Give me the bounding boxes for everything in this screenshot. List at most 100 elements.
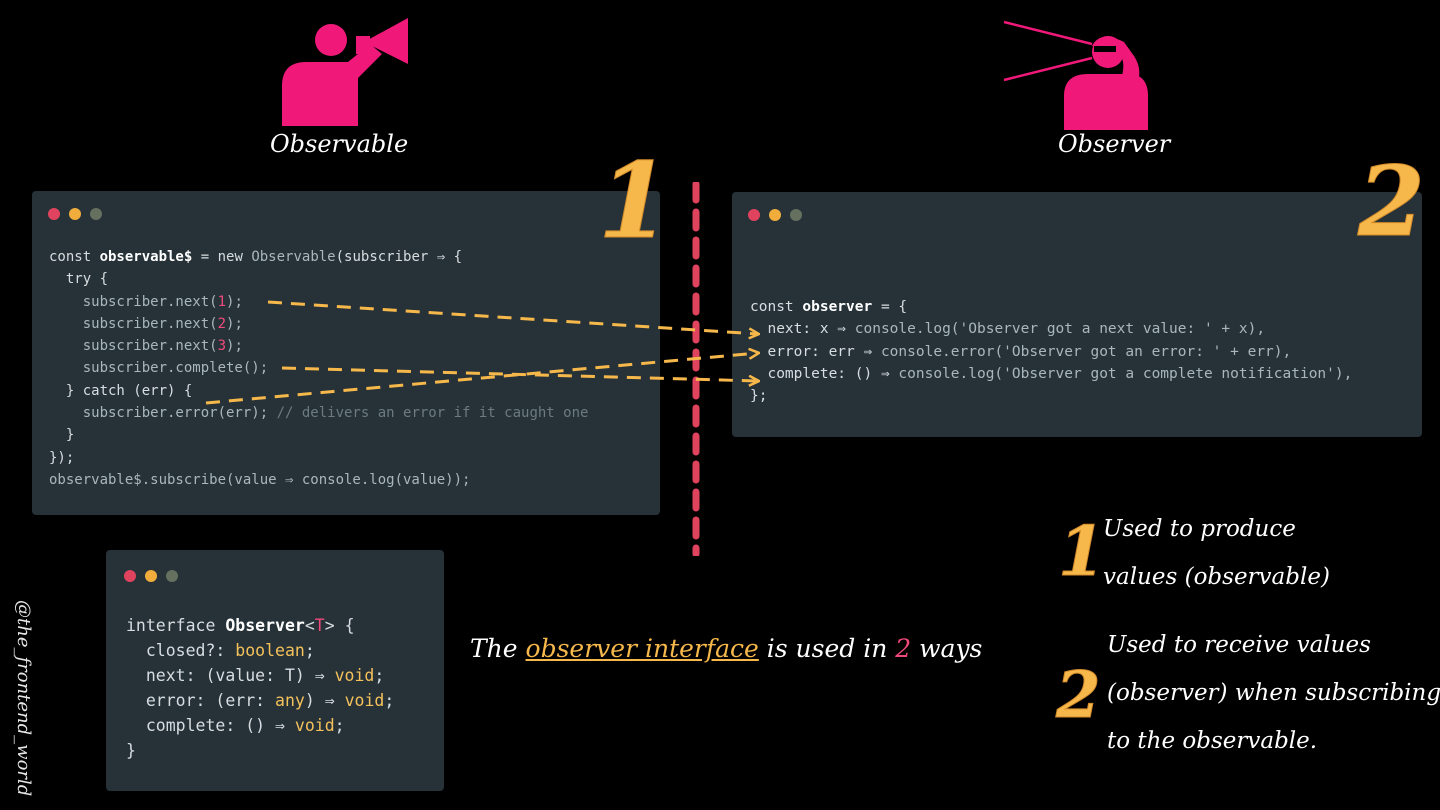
code-token: ;	[304, 641, 315, 660]
code-line: const observable$ = new Observable(subsc…	[49, 246, 588, 268]
code-token: = new	[192, 249, 252, 265]
code-token: console.log('Observer got a next value: …	[854, 321, 1266, 338]
watermark-text: @the_frontend_world	[13, 600, 34, 797]
legend-item-one-line-1: Used to produce	[1103, 516, 1296, 542]
legend-item-one-line-2: values (observable)	[1103, 564, 1330, 590]
minimize-dot-icon	[145, 570, 157, 582]
code-line: closed?: boolean;	[126, 638, 394, 663]
observer-interface-link[interactable]: observer interface	[525, 634, 759, 663]
code-line: subscriber.next(2);	[49, 313, 588, 335]
close-dot-icon	[748, 209, 760, 221]
code-line: observable$.subscribe(value ⇒ console.lo…	[49, 469, 588, 491]
code-token: 3	[217, 338, 227, 355]
code-token: });	[49, 449, 75, 466]
window-controls	[748, 209, 802, 221]
code-token: closed?:	[126, 641, 236, 660]
code-token: } catch (err) {	[49, 382, 193, 399]
legend-item-two: Used to receive values (observer) when s…	[1107, 621, 1440, 765]
ways-count: 2	[895, 634, 912, 663]
code-token: ) ⇒	[304, 691, 345, 710]
observer-code-panel: const observer = { next: x ⇒ console.log…	[732, 192, 1422, 437]
legend-number-two: 2	[1056, 658, 1102, 733]
close-dot-icon	[48, 208, 60, 220]
code-token: error: err ⇒	[750, 343, 881, 360]
author-watermark: @the_frontend_world	[2, 600, 42, 800]
code-token: (subscriber ⇒ {	[335, 249, 463, 265]
legend-item-two-line-3: to the observable.	[1107, 728, 1318, 754]
code-token: error: (err:	[126, 691, 276, 710]
code-line: interface Observer<T> {	[126, 613, 394, 638]
code-token: any	[275, 691, 305, 710]
code-token: void	[294, 716, 335, 735]
code-token: try {	[49, 271, 109, 288]
complete-arrow	[281, 366, 758, 381]
code-token: > {	[324, 616, 355, 635]
code-token: );	[226, 338, 243, 355]
code-token: const	[49, 249, 100, 265]
legend-item-two-line-2: (observer) when subscribing	[1107, 680, 1440, 706]
code-token: }	[126, 741, 136, 760]
code-token: // delivers an error if it caught one	[276, 405, 589, 422]
code-line: });	[49, 447, 588, 469]
code-token: observer	[802, 299, 873, 315]
code-token: subscriber.next(	[49, 315, 218, 332]
minimize-dot-icon	[769, 209, 781, 221]
legend-item-one: Used to produce values (observable)	[1103, 505, 1330, 601]
code-token: );	[226, 315, 243, 332]
code-line: next: x ⇒ console.log('Observer got a ne…	[750, 318, 1352, 340]
observer-code-block: const observer = { next: x ⇒ console.log…	[750, 296, 1352, 407]
code-token: ;	[374, 666, 385, 685]
next-arrow	[267, 300, 758, 334]
code-token: subscriber.next(	[49, 338, 218, 355]
code-line: } catch (err) {	[49, 380, 588, 402]
sentence-suffix: ways	[911, 634, 983, 663]
code-line: subscriber.complete();	[49, 357, 588, 379]
code-token: interface	[126, 616, 226, 635]
code-token: console.log('Observer got a complete not…	[898, 365, 1353, 382]
code-line: next: (value: T) ⇒ void;	[126, 663, 394, 688]
minimize-dot-icon	[69, 208, 81, 220]
code-token: console.error('Observer got an error: ' …	[880, 343, 1292, 360]
code-token: = {	[872, 299, 908, 315]
window-controls	[124, 570, 178, 582]
code-line: subscriber.next(3);	[49, 335, 588, 357]
code-token: boolean	[235, 641, 305, 660]
code-token: T	[314, 616, 325, 635]
code-token: 2	[217, 315, 227, 332]
legend-number-one: 1	[1057, 512, 1106, 592]
code-token: const	[750, 299, 803, 315]
code-token: subscriber.complete();	[49, 360, 269, 377]
step-two-number: 2	[1358, 145, 1426, 258]
code-token: void	[334, 666, 375, 685]
observer-interface-sentence: The observer interface is used in 2 ways	[470, 634, 982, 663]
close-dot-icon	[124, 570, 136, 582]
step-one-number: 1	[597, 139, 671, 262]
sentence-middle: is used in	[758, 634, 896, 663]
code-token: <	[304, 616, 315, 635]
sentence-prefix: The	[470, 634, 526, 663]
code-line: error: (err: any) ⇒ void;	[126, 688, 394, 713]
code-token: }	[49, 427, 75, 444]
maximize-dot-icon	[790, 209, 802, 221]
code-token: ;	[384, 691, 395, 710]
code-line: }	[49, 424, 588, 446]
code-token: observable$.subscribe(value ⇒ console.lo…	[49, 471, 471, 488]
code-line: error: err ⇒ console.error('Observer got…	[750, 341, 1352, 363]
code-token: Observer	[225, 616, 305, 635]
code-token: next: x ⇒	[750, 321, 855, 338]
vertical-divider	[692, 182, 700, 556]
code-token: void	[344, 691, 385, 710]
code-line: const observer = {	[750, 296, 1352, 318]
code-token: complete: () ⇒	[750, 365, 899, 382]
window-controls	[48, 208, 102, 220]
error-arrow	[205, 353, 758, 405]
maximize-dot-icon	[166, 570, 178, 582]
code-line: subscriber.next(1);	[49, 291, 588, 313]
code-line: subscriber.error(err); // delivers an er…	[49, 402, 589, 424]
interface-code-panel: interface Observer<T> { closed?: boolean…	[106, 550, 444, 791]
observable-label: Observable	[270, 130, 409, 158]
code-token: subscriber.error(err);	[49, 405, 277, 422]
legend-item-two-line-1: Used to receive values	[1107, 632, 1371, 658]
megaphone-person-icon	[282, 18, 408, 126]
